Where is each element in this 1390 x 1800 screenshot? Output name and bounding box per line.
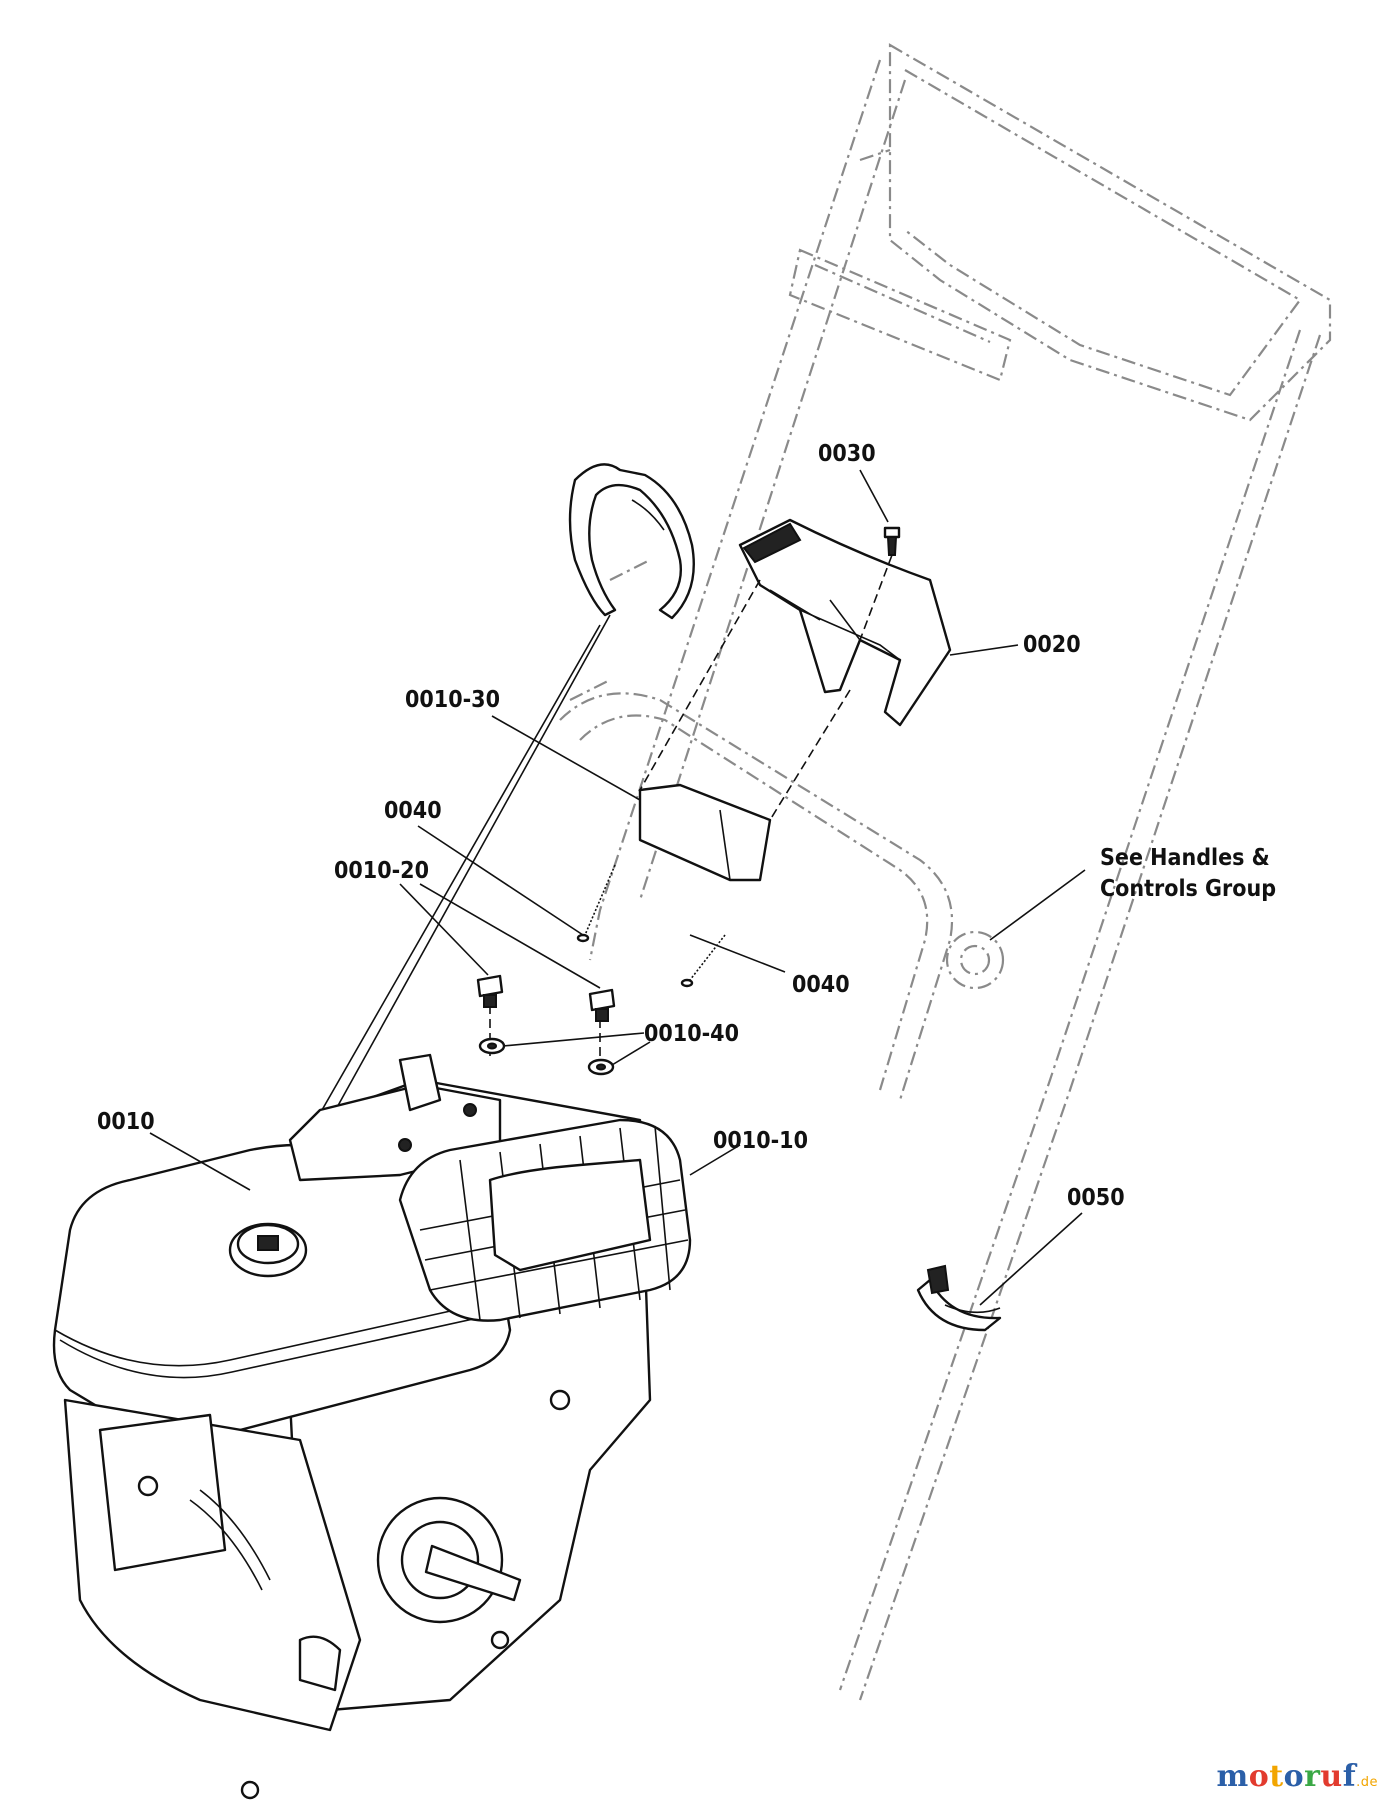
muffler-guard-0010-10: [398, 1118, 692, 1322]
screw-0040-bottom: [680, 934, 726, 988]
leader-0010-10: [689, 1144, 741, 1176]
label-0040-top: 0040: [384, 798, 442, 824]
leader-0050: [979, 1212, 1083, 1306]
label-see-handles-line1: See Handles &: [1100, 845, 1270, 871]
watermark-letter: o: [1248, 1759, 1270, 1794]
leader-0010-40-b: [611, 1041, 651, 1066]
label-0010-10: 0010-10: [713, 1128, 808, 1154]
label-0010-30: 0010-30: [405, 687, 500, 713]
cover-0020: [738, 518, 952, 727]
watermark-letter: f: [1342, 1759, 1357, 1794]
watermark-letter: t: [1269, 1759, 1284, 1794]
label-0010-20: 0010-20: [334, 858, 429, 884]
leader-lines: [149, 469, 1086, 1306]
label-0040-bottom: 0040: [792, 972, 850, 998]
leader-0040-top: [417, 825, 584, 936]
bolt-0010-20-right: [588, 988, 616, 1022]
callout-labels: 0030 0020 0010-30 0040 0010-20 0040 0010…: [97, 441, 1276, 1211]
block-0010-30: [638, 783, 772, 882]
label-0030: 0030: [818, 441, 876, 467]
watermark-letter: u: [1320, 1759, 1343, 1794]
leader-0030: [859, 469, 889, 523]
handle-frame-ghost: [559, 43, 1332, 1701]
label-0020: 0020: [1023, 632, 1081, 658]
label-0010-40: 0010-40: [644, 1021, 739, 1047]
clamp-0050: [916, 1264, 1002, 1332]
label-0050: 0050: [1067, 1185, 1125, 1211]
leader-handles: [989, 869, 1086, 941]
washer-0010-40-left: [478, 1037, 506, 1055]
screw-0030: [883, 526, 901, 556]
watermark-letter: m: [1216, 1759, 1249, 1794]
bolt-0010-20-left: [476, 974, 504, 1008]
leader-0020: [949, 644, 1019, 656]
leader-0010: [149, 1132, 251, 1191]
leader-0010-40-a: [502, 1032, 645, 1047]
watermark-letter: r: [1304, 1759, 1321, 1794]
throttle-lever: [321, 463, 695, 1121]
motoruf-watermark-logo: motoruf.de: [1216, 1759, 1378, 1794]
label-0010: 0010: [97, 1109, 155, 1135]
leader-0010-20-a: [399, 883, 489, 976]
leader-0010-30: [491, 715, 641, 801]
leader-0010-20-b: [419, 883, 601, 989]
washer-0010-40-right: [587, 1058, 615, 1076]
label-see-handles-line2: Controls Group: [1100, 876, 1276, 902]
leader-0040-bottom: [689, 934, 786, 973]
watermark-domain: .de: [1356, 1775, 1378, 1790]
screw-0040-top: [576, 864, 616, 943]
watermark-letter: o: [1283, 1759, 1305, 1794]
